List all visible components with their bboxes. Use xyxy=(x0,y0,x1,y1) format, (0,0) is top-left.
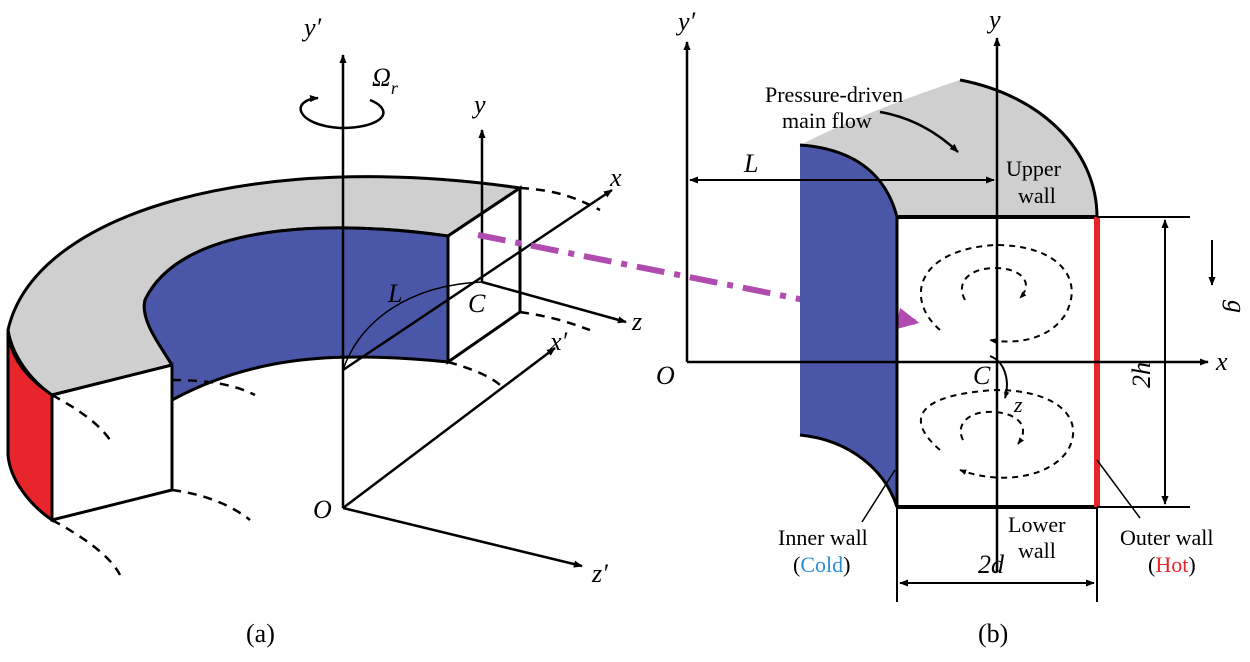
label-2h: 2h xyxy=(1127,362,1156,388)
cross-section-link-arrow xyxy=(477,232,920,330)
label-z-b: z xyxy=(1013,392,1023,417)
axis-z-a xyxy=(481,280,627,324)
main-flow-arrow xyxy=(879,110,959,153)
upper-surface-b xyxy=(800,80,1097,217)
axis-z-prime-a xyxy=(342,506,583,568)
label-outer-wall-hot: (Hot) xyxy=(1148,552,1196,577)
secondary-vortices xyxy=(919,243,1075,479)
label-inner-wall-cold: (Cold) xyxy=(793,552,850,577)
label-c-b: C xyxy=(973,361,991,390)
label-z-a: z xyxy=(631,307,642,336)
label-main-flow-1: Pressure-driven xyxy=(765,82,903,107)
label-c-a: C xyxy=(468,289,486,318)
label-upper-wall-1: Upper xyxy=(1006,156,1062,181)
inner-wall-3d xyxy=(142,226,450,403)
caption-a: (a) xyxy=(246,619,275,648)
label-y-prime-a: y′ xyxy=(301,13,322,42)
axis-z-b xyxy=(989,355,1010,399)
label-z-prime-a: z′ xyxy=(591,559,608,588)
label-2d: 2d xyxy=(978,550,1005,579)
label-omega-a: Ωr xyxy=(372,63,399,98)
label-outer-wall: Outer wall xyxy=(1120,525,1213,550)
panel-b: y′ y x O C z L 2h 2d g Pressure-driven m… xyxy=(656,5,1250,648)
length-arc-a xyxy=(342,281,483,371)
label-x-a: x xyxy=(609,163,622,192)
label-l-a: L xyxy=(387,279,402,308)
label-lower-wall-2: wall xyxy=(1018,538,1056,563)
label-main-flow-2: main flow xyxy=(782,108,872,133)
inner-wall-b xyxy=(800,145,897,507)
label-o-b: O xyxy=(656,361,675,390)
rotation-arrow-icon xyxy=(299,94,385,130)
label-g: g xyxy=(1222,300,1250,313)
axis-x-prime-a xyxy=(342,347,556,509)
dashed-extensions xyxy=(51,186,601,576)
label-l-b: L xyxy=(743,149,758,178)
label-y-b: y xyxy=(986,5,1001,34)
label-o-a: O xyxy=(313,495,332,524)
label-upper-wall-2: wall xyxy=(1018,183,1056,208)
panel-a: Ωr y′ y x z x′ z′ O C L (a) xyxy=(6,13,642,648)
label-x-b: x xyxy=(1215,347,1228,376)
axis-x-a xyxy=(342,188,613,372)
caption-b: (b) xyxy=(978,619,1008,648)
label-inner-wall: Inner wall xyxy=(778,525,868,550)
label-x-prime-a: x′ xyxy=(549,327,568,356)
label-y-prime-b: y′ xyxy=(675,7,696,36)
label-y-a: y xyxy=(471,90,486,119)
label-lower-wall-1: Lower xyxy=(1008,512,1066,537)
